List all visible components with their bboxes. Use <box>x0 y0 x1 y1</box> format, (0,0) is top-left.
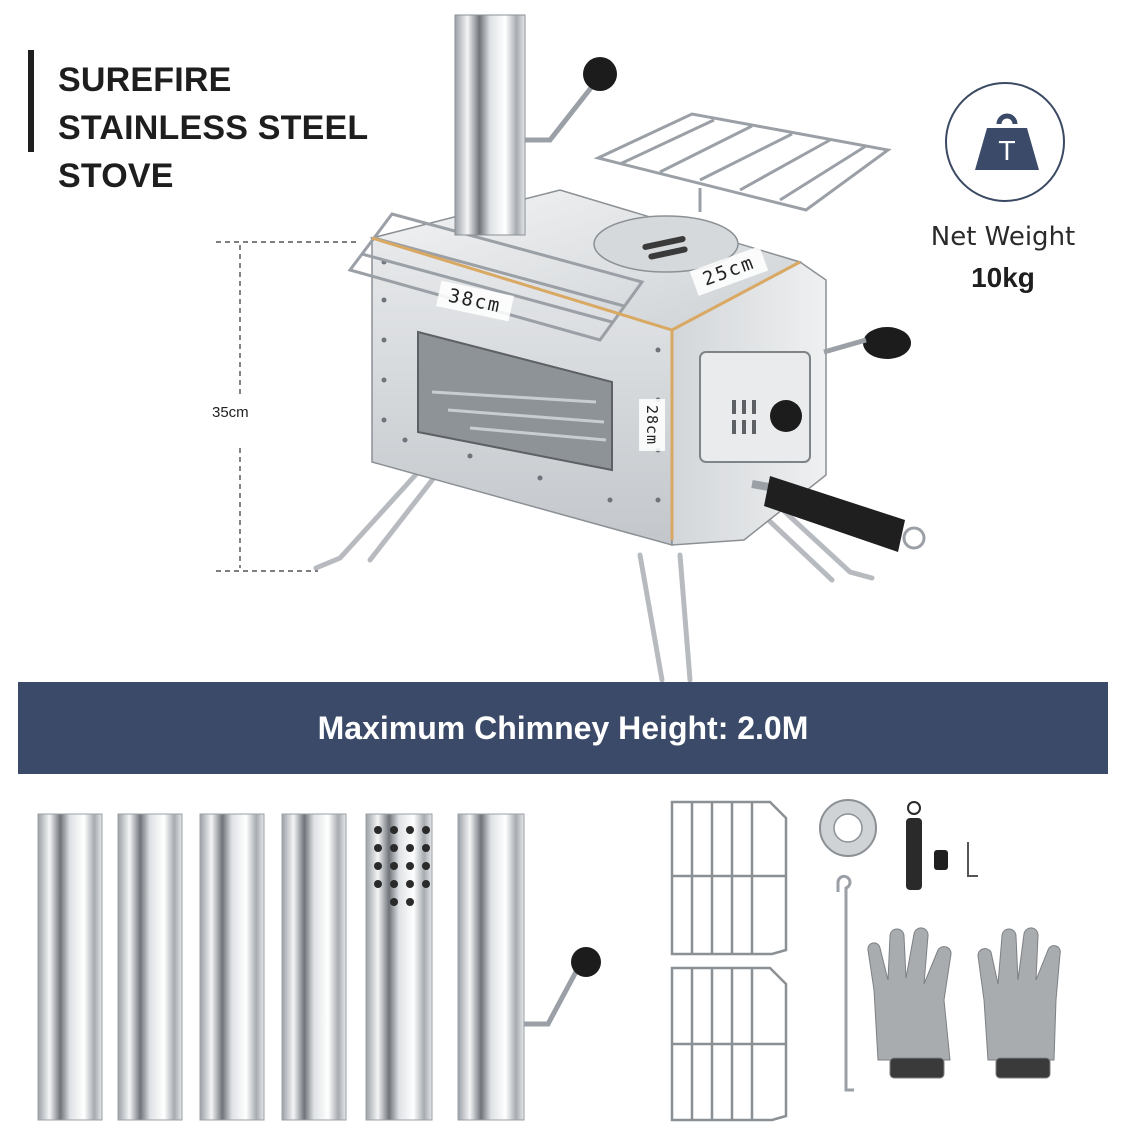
side-grill-rack <box>347 212 645 342</box>
upper-grill-rack <box>593 112 892 212</box>
poker-hook <box>836 874 854 1092</box>
spark-arrestor-holes <box>374 826 430 906</box>
damper-knob <box>583 57 617 91</box>
title-line-3: STOVE <box>58 157 174 195</box>
title-line-1: SUREFIRE <box>58 61 232 99</box>
title-line-2: STAINLESS STEEL <box>58 109 369 147</box>
accessory-grill-racks <box>670 800 788 1122</box>
stove-grate <box>431 390 607 442</box>
door-knob <box>770 400 802 432</box>
damper-part <box>906 818 922 890</box>
depth-dimension-label: 28cm <box>639 398 666 452</box>
stove-handle <box>764 476 905 552</box>
chimney-pipe-set <box>37 813 525 1121</box>
hex-key <box>967 842 978 877</box>
damper-knob-small <box>571 947 601 977</box>
page-title: SUREFIRE STAINLESS STEEL STOVE <box>58 56 368 200</box>
door-vents <box>732 400 756 434</box>
weight-label: Net Weight <box>930 222 1076 252</box>
knob-part <box>934 850 948 870</box>
height-dimension-label: 35cm <box>212 404 249 421</box>
weight-icon-letter: T <box>998 137 1015 167</box>
dimension-outline <box>371 236 801 540</box>
chimney-pipe <box>454 14 526 236</box>
chimney-height-banner <box>18 682 1108 774</box>
stove-legs <box>313 467 875 683</box>
fire-gloves <box>867 927 1061 1079</box>
title-accent-bar <box>28 50 34 152</box>
damper-pipe <box>457 813 525 1121</box>
banner-text: Maximum Chimney Height: 2.0M <box>317 710 809 746</box>
spark-arrestor-pipe <box>365 813 433 1121</box>
weight-badge: T <box>945 82 1065 202</box>
weight-icon: T <box>975 113 1039 170</box>
height-dimension-lines <box>216 241 360 572</box>
weight-value: 10kg <box>971 262 1035 293</box>
side-knob <box>863 327 911 359</box>
